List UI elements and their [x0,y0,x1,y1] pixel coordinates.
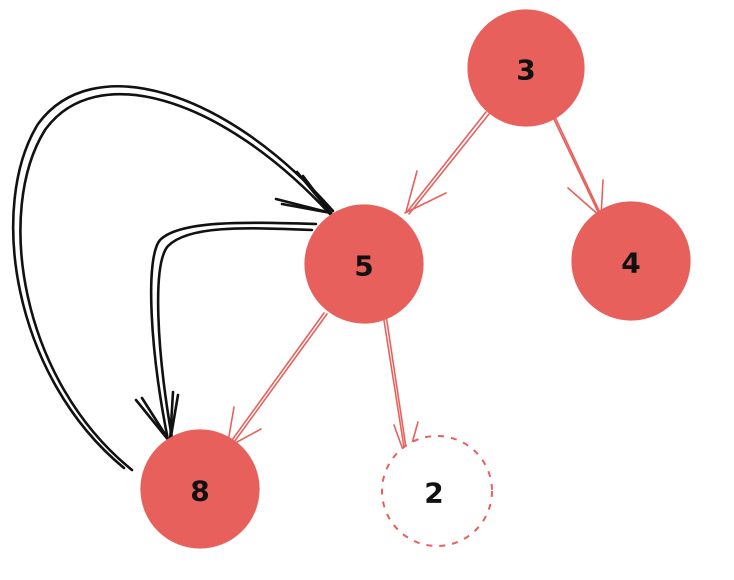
node-4-label: 4 [621,247,640,280]
node-8: 8 [140,429,260,549]
node-3: 3 [467,9,585,127]
node-5-label: 5 [354,250,373,283]
edge-3-to-5 [404,111,490,215]
node-2-label: 2 [424,477,443,510]
node-5: 5 [304,204,424,324]
node-2-missing: 2 [381,435,493,547]
sketch-arrow-8-to-5 [11,85,335,472]
edge-5-to-8 [225,312,328,450]
nodes: 3 5 4 8 2 [140,9,691,549]
node-8-label: 8 [190,475,209,508]
sketch-arrow-5-to-8 [134,221,318,444]
sketch-arrows [11,85,335,472]
edge-3-to-4 [550,112,604,218]
edge-5-to-2 [382,313,419,462]
node-4: 4 [571,201,691,321]
node-3-label: 3 [516,54,535,87]
